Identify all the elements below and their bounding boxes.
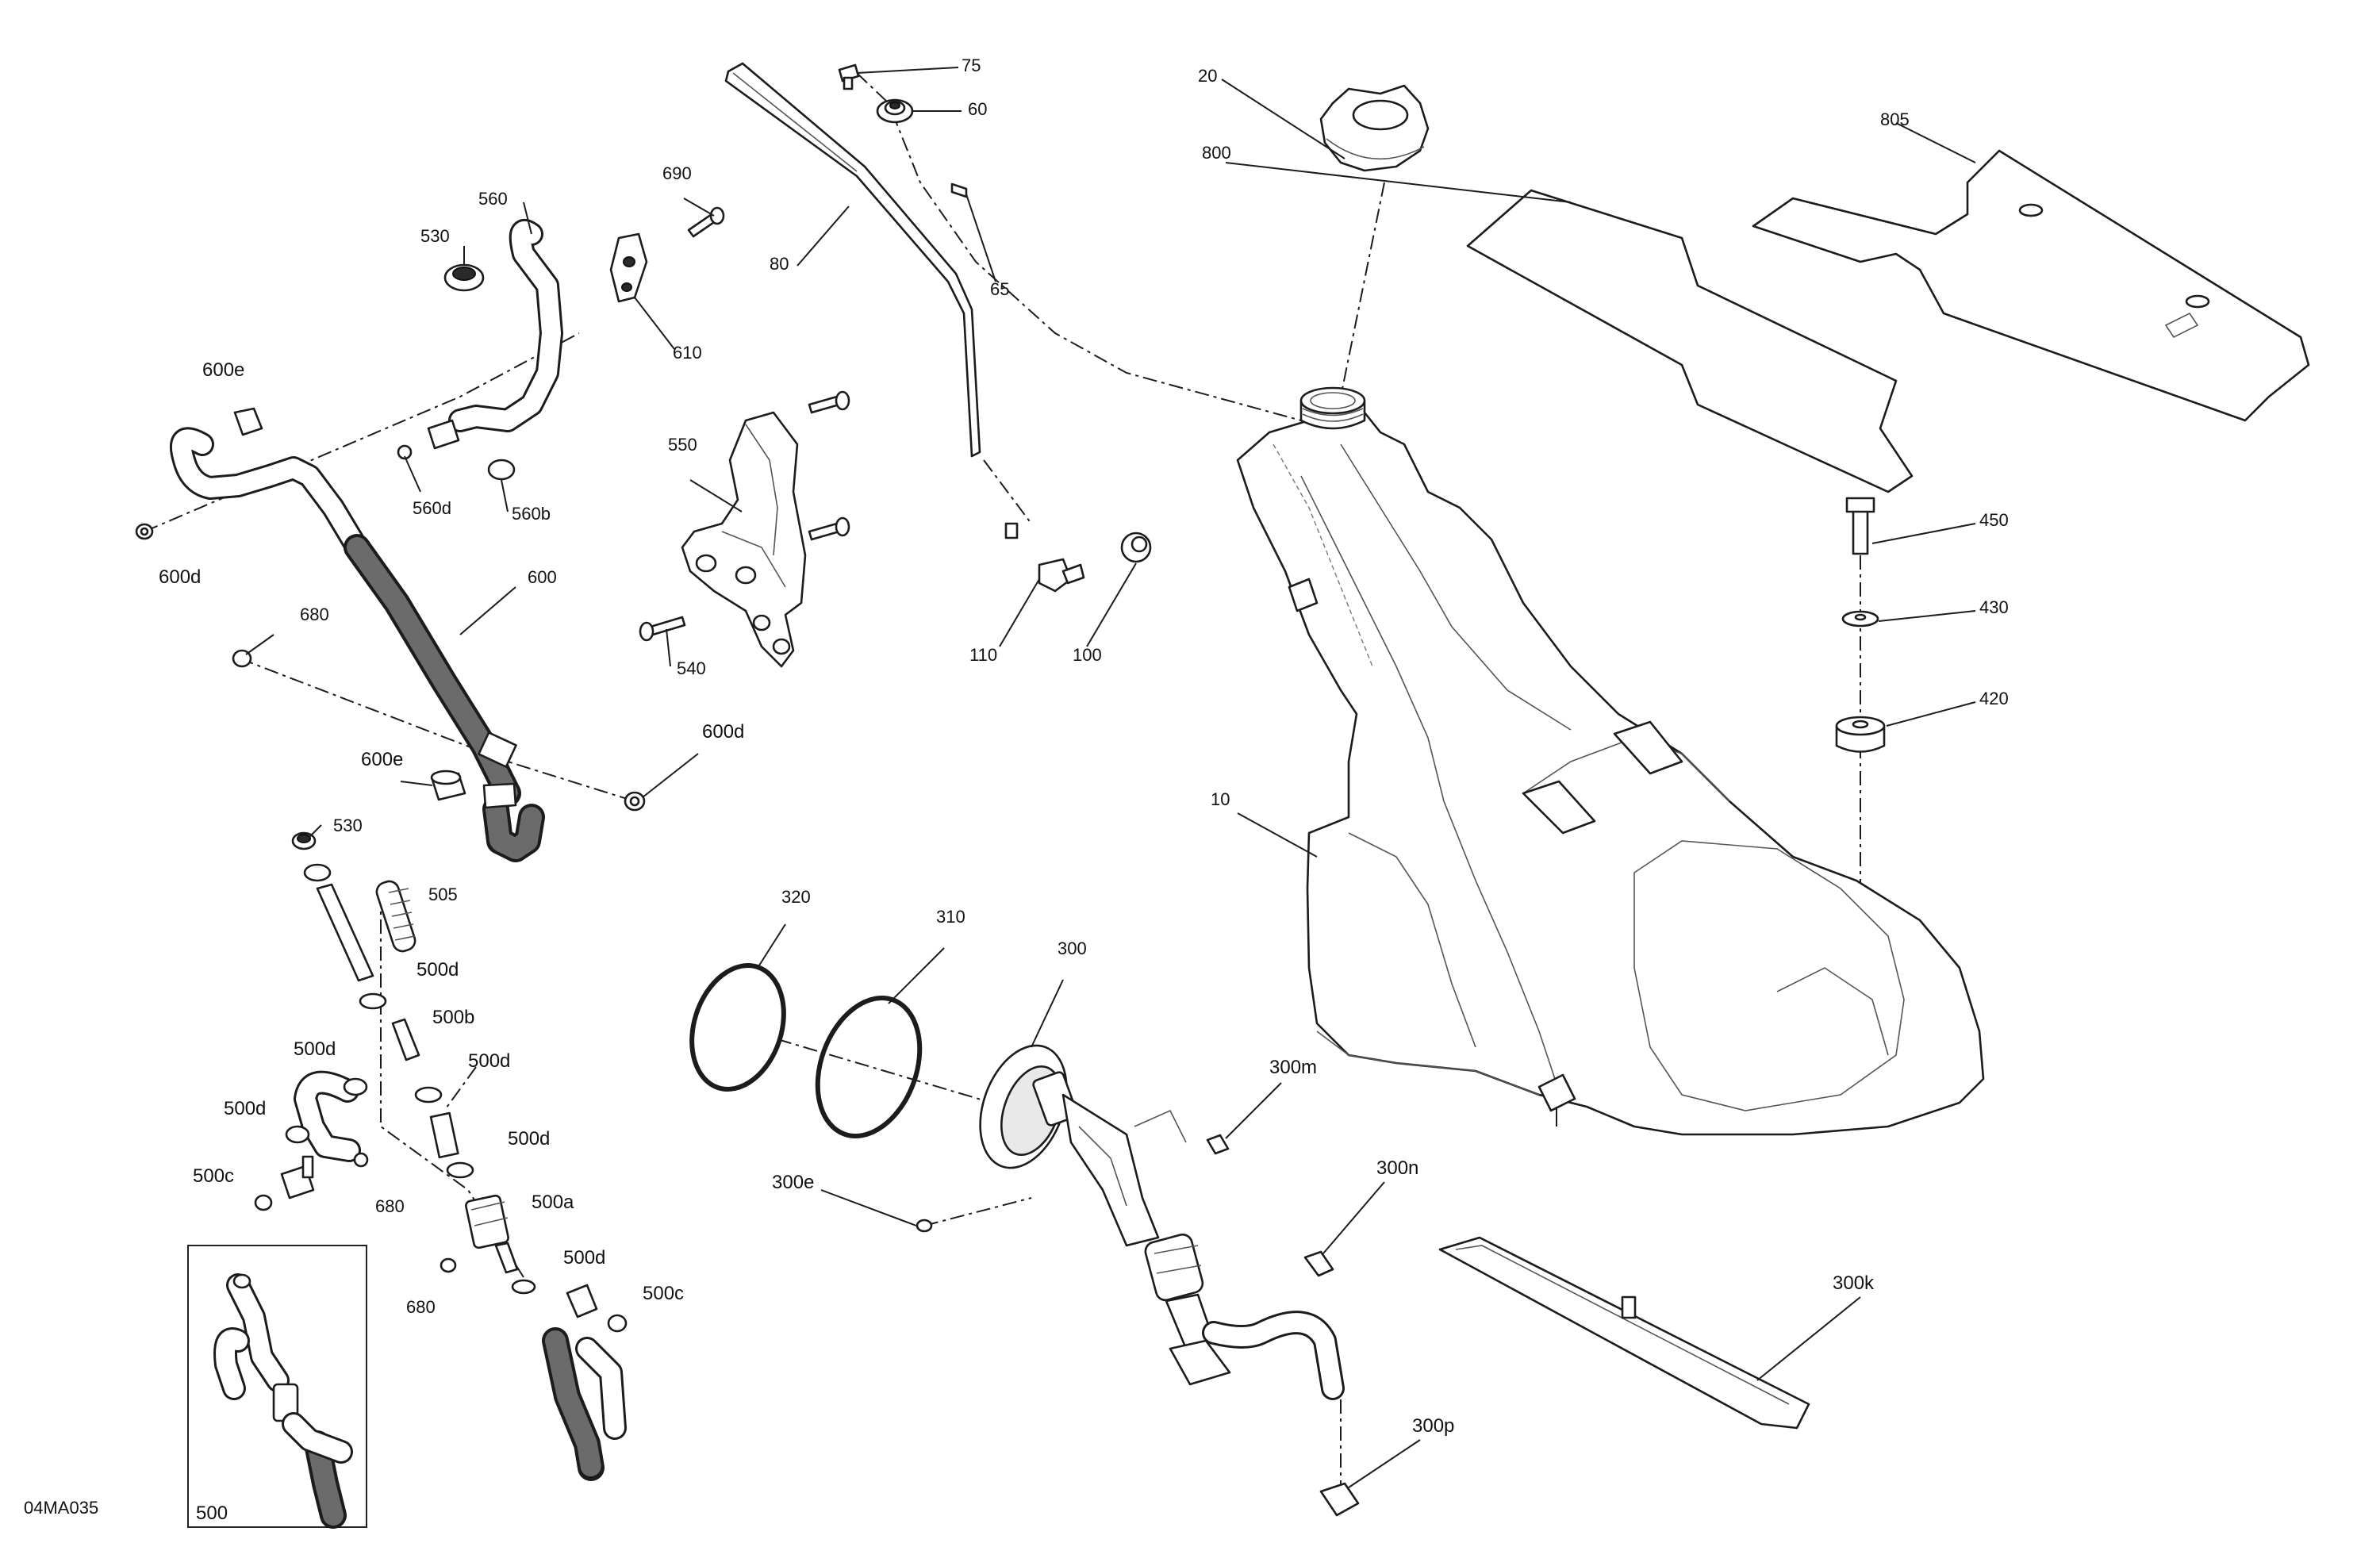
filter-300k[interactable] bbox=[1438, 1236, 1810, 1430]
label-600: 600 bbox=[528, 567, 557, 587]
label-300k: 300k bbox=[1833, 1272, 1875, 1294]
grommet-420[interactable] bbox=[1835, 716, 1886, 753]
label-500d-c: 500d bbox=[468, 1050, 510, 1072]
diagram-code: 04MA035 bbox=[24, 1498, 98, 1518]
label-680-top: 680 bbox=[300, 605, 329, 624]
retaining-ring-320[interactable] bbox=[677, 954, 799, 1101]
label-300: 300 bbox=[1058, 938, 1087, 958]
label-610: 610 bbox=[673, 343, 702, 363]
label-80: 80 bbox=[770, 254, 789, 274]
clip-300e[interactable] bbox=[916, 1219, 933, 1233]
screw-540-a[interactable] bbox=[808, 390, 850, 414]
label-500d-b: 500d bbox=[294, 1038, 336, 1060]
cap-560b[interactable] bbox=[487, 459, 516, 481]
screw-540-c[interactable] bbox=[639, 616, 686, 642]
label-300m: 300m bbox=[1269, 1057, 1317, 1078]
fitting-300m[interactable] bbox=[1206, 1134, 1230, 1155]
label-600d-left: 600d bbox=[159, 566, 201, 588]
label-680-bottom: 680 bbox=[406, 1297, 436, 1317]
grommet-60[interactable] bbox=[876, 98, 914, 124]
support-rod-80[interactable] bbox=[724, 62, 981, 458]
label-500c-left: 500c bbox=[193, 1165, 234, 1187]
label-500d-f: 500d bbox=[563, 1247, 605, 1269]
mount-bolt-450[interactable] bbox=[1845, 497, 1875, 555]
label-300e: 300e bbox=[772, 1172, 814, 1193]
label-65: 65 bbox=[990, 279, 1009, 299]
label-550: 550 bbox=[668, 435, 697, 455]
washer-600d-left[interactable] bbox=[135, 523, 154, 540]
clamp-300p[interactable] bbox=[1319, 1482, 1360, 1517]
clamp-600e-bottom[interactable] bbox=[430, 770, 466, 801]
inset-500 bbox=[187, 1245, 367, 1529]
heat-shield-800[interactable] bbox=[1466, 189, 1914, 493]
label-560d: 560d bbox=[413, 498, 451, 518]
washer-430[interactable] bbox=[1841, 610, 1879, 628]
clamp-530-top[interactable] bbox=[443, 263, 485, 292]
vent-hose-600[interactable] bbox=[170, 427, 545, 862]
washer-600d-right[interactable] bbox=[624, 791, 646, 812]
bracket-550[interactable] bbox=[681, 411, 807, 668]
label-430: 430 bbox=[1979, 597, 2009, 617]
fuel-tank[interactable] bbox=[1236, 386, 1985, 1136]
leader-lines bbox=[245, 67, 1976, 1488]
label-500d-d: 500d bbox=[224, 1098, 266, 1119]
pin-65[interactable] bbox=[950, 182, 968, 198]
label-500a: 500a bbox=[532, 1192, 574, 1213]
label-110: 110 bbox=[969, 645, 997, 665]
clamp-600e-top[interactable] bbox=[233, 407, 263, 436]
part-labels: 20 800 805 450 430 420 10 75 60 65 80 11… bbox=[24, 56, 2009, 1524]
label-560b: 560b bbox=[512, 504, 551, 524]
clamp-300n[interactable] bbox=[1303, 1250, 1334, 1277]
label-450: 450 bbox=[1979, 510, 2009, 530]
fuel-line-500[interactable] bbox=[254, 831, 628, 1481]
screw-540-b[interactable] bbox=[808, 516, 850, 541]
label-505: 505 bbox=[428, 885, 458, 904]
label-500: 500 bbox=[196, 1503, 228, 1524]
label-805: 805 bbox=[1880, 109, 1910, 129]
label-600e-bottom: 600e bbox=[361, 749, 403, 770]
fuel-pump-module-300[interactable] bbox=[965, 1034, 1345, 1400]
lock-ring-310[interactable] bbox=[800, 984, 938, 1150]
label-75: 75 bbox=[962, 56, 981, 75]
label-500c-right: 500c bbox=[643, 1283, 684, 1304]
label-690: 690 bbox=[662, 163, 692, 183]
screw-690[interactable] bbox=[687, 206, 725, 238]
label-420: 420 bbox=[1979, 689, 2009, 708]
label-680-mid: 680 bbox=[375, 1196, 405, 1216]
label-300n: 300n bbox=[1376, 1157, 1418, 1179]
cap-100[interactable] bbox=[1120, 532, 1152, 563]
vent-hose-560[interactable] bbox=[397, 219, 563, 460]
label-320: 320 bbox=[781, 887, 811, 907]
label-800: 800 bbox=[1202, 143, 1231, 163]
heat-shield-805[interactable] bbox=[1752, 149, 2310, 422]
label-540: 540 bbox=[677, 658, 706, 678]
label-60: 60 bbox=[968, 99, 987, 119]
label-600d-right: 600d bbox=[702, 721, 744, 743]
screw-75[interactable] bbox=[838, 63, 860, 90]
label-500d-e: 500d bbox=[508, 1128, 550, 1150]
label-300p: 300p bbox=[1412, 1415, 1454, 1437]
label-560: 560 bbox=[478, 189, 508, 209]
fuel-cap[interactable] bbox=[1319, 84, 1430, 172]
label-310: 310 bbox=[936, 907, 965, 927]
clip-110[interactable] bbox=[1004, 522, 1085, 593]
label-500b: 500b bbox=[432, 1007, 474, 1028]
label-100: 100 bbox=[1073, 645, 1102, 665]
label-20: 20 bbox=[1198, 66, 1217, 86]
label-10: 10 bbox=[1211, 789, 1230, 809]
label-530-bottom: 530 bbox=[333, 816, 363, 835]
label-530-top: 530 bbox=[420, 226, 450, 246]
label-600e-top: 600e bbox=[202, 359, 244, 381]
label-500d-a: 500d bbox=[416, 959, 459, 981]
clip-610[interactable] bbox=[609, 232, 648, 303]
